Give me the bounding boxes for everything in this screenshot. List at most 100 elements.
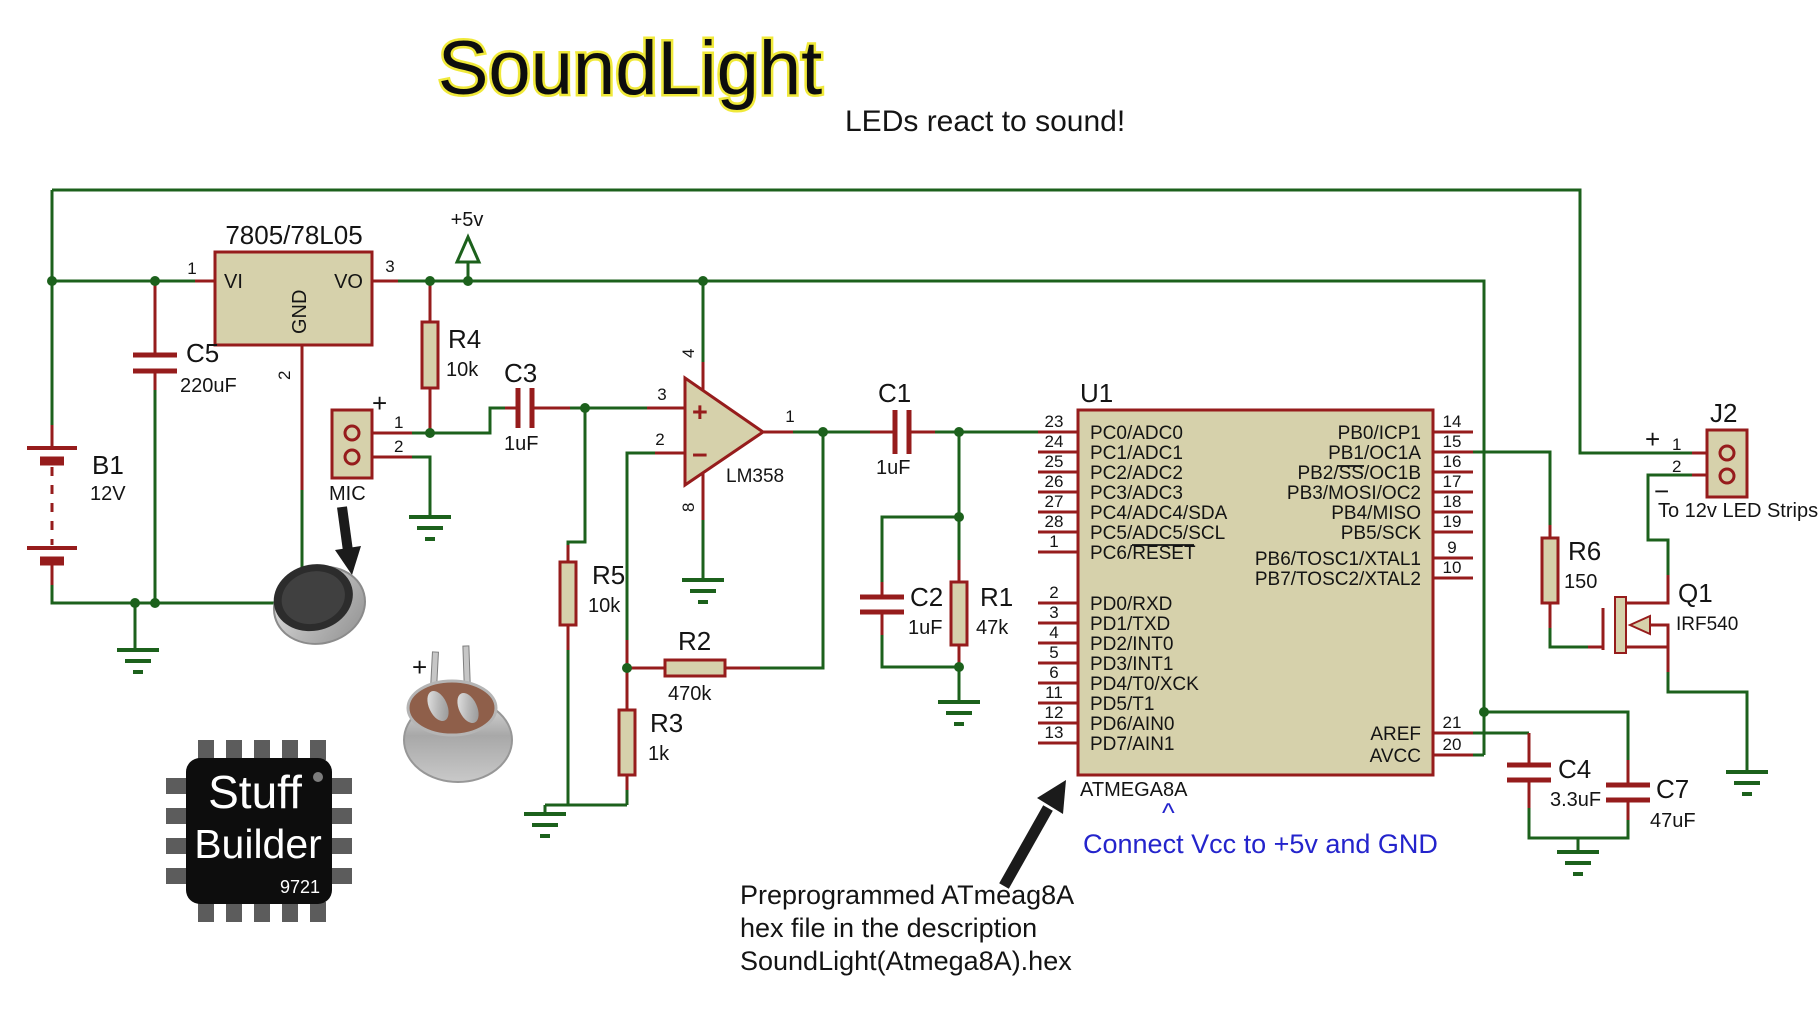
logo-number: 9721 bbox=[280, 877, 320, 897]
c5-value: 220uF bbox=[180, 375, 237, 397]
q1-ref: Q1 bbox=[1678, 578, 1713, 608]
b1-value: 12V bbox=[90, 483, 126, 505]
svg-text:16: 16 bbox=[1443, 452, 1462, 471]
resistor-r6: R6 150 bbox=[1540, 536, 1601, 605]
svg-text:PC1/ADC1: PC1/ADC1 bbox=[1090, 443, 1183, 464]
svg-text:PD5/T1: PD5/T1 bbox=[1090, 694, 1154, 715]
connector-j2: J2 + 1 2 − To 12v LED Strips bbox=[1645, 398, 1818, 522]
vo-label: VO bbox=[334, 271, 363, 293]
svg-text:PD6/AIN0: PD6/AIN0 bbox=[1090, 714, 1174, 735]
r1-ref: R1 bbox=[980, 582, 1013, 612]
mosfet-q1: Q1 IRF540 bbox=[1601, 578, 1738, 654]
svg-text:PD7/AIN1: PD7/AIN1 bbox=[1090, 734, 1174, 755]
svg-text:23: 23 bbox=[1045, 412, 1064, 431]
svg-text:12: 12 bbox=[1045, 703, 1064, 722]
svg-text:PC3/ADC3: PC3/ADC3 bbox=[1090, 483, 1183, 504]
capacitor-c2: C2 1uF bbox=[860, 582, 943, 639]
ground-symbol bbox=[115, 648, 161, 674]
r6-ref: R6 bbox=[1568, 536, 1601, 566]
c3-ref: C3 bbox=[504, 358, 537, 388]
svg-text:5: 5 bbox=[1049, 643, 1058, 662]
wires-red bbox=[50, 279, 1707, 820]
ground-symbol bbox=[522, 812, 568, 838]
stuff-builder-logo: Stuff Builder 9721 bbox=[166, 740, 352, 922]
svg-text:PD3/INT1: PD3/INT1 bbox=[1090, 654, 1173, 675]
svg-text:26: 26 bbox=[1045, 472, 1064, 491]
r6-value: 150 bbox=[1564, 571, 1597, 593]
voltage-regulator-7805: 7805/78L05 VI VO GND 1 3 2 bbox=[187, 220, 394, 380]
wires-green bbox=[50, 188, 1749, 850]
j2-minus: − bbox=[1654, 476, 1669, 506]
svg-text:21: 21 bbox=[1443, 713, 1462, 732]
r2-ref: R2 bbox=[678, 626, 711, 656]
svg-text:18: 18 bbox=[1443, 492, 1462, 511]
u1-right-pin-stubs bbox=[1433, 430, 1473, 757]
capacitor-c4: C4 3.3uF bbox=[1507, 754, 1601, 811]
r5-value: 10k bbox=[588, 595, 621, 617]
capacitor-c1: C1 1uF bbox=[876, 378, 912, 479]
u1-left-pin-numbers: 23 24 25 26 27 28 1 2 3 4 5 6 11 12 13 bbox=[1045, 412, 1064, 742]
c1-value: 1uF bbox=[876, 457, 910, 479]
u1-right-pin-labels: PB0/ICP1 PB1/OC1A PB2/SS/OC1B PB3/MOSI/O… bbox=[1255, 423, 1421, 767]
svg-text:PB2/SS/OC1B: PB2/SS/OC1B bbox=[1297, 463, 1421, 484]
mic-plus: + bbox=[372, 388, 387, 418]
opamp-pin3: 3 bbox=[657, 385, 666, 404]
svg-text:15: 15 bbox=[1443, 432, 1462, 451]
svg-text:AREF: AREF bbox=[1370, 724, 1421, 745]
ground-symbol bbox=[1555, 850, 1601, 876]
svg-text:6: 6 bbox=[1049, 663, 1058, 682]
power-flag-5v: +5v bbox=[451, 209, 484, 264]
logo-line2: Builder bbox=[194, 821, 322, 867]
j2-plus: + bbox=[1645, 424, 1660, 454]
regulator-name: 7805/78L05 bbox=[225, 220, 362, 250]
r3-ref: R3 bbox=[650, 708, 683, 738]
svg-text:PC5/ADC5/SCL: PC5/ADC5/SCL bbox=[1090, 523, 1225, 544]
ground-symbol bbox=[1724, 770, 1770, 796]
svg-text:9: 9 bbox=[1447, 538, 1456, 557]
opamp-pin1: 1 bbox=[785, 407, 794, 426]
svg-text:PC0/ADC0: PC0/ADC0 bbox=[1090, 423, 1183, 444]
r1-value: 47k bbox=[976, 617, 1009, 639]
logo-chip-pins bbox=[166, 740, 352, 922]
hex-note-line1: Preprogrammed ATmeag8A bbox=[740, 880, 1074, 910]
svg-text:4: 4 bbox=[1049, 623, 1058, 642]
resistor-r4: R4 10k bbox=[420, 320, 481, 390]
mic-label: MIC bbox=[329, 483, 366, 505]
q1-value: IRF540 bbox=[1676, 614, 1738, 635]
svg-text:2: 2 bbox=[1049, 583, 1058, 602]
u1-right-pin-numbers: 14 15 16 17 18 19 9 10 21 20 bbox=[1443, 412, 1462, 754]
mic-photo-plus: + bbox=[412, 652, 427, 682]
vcc-note: Connect Vcc to +5v and GND bbox=[1083, 829, 1438, 859]
plus5v-label: +5v bbox=[451, 209, 484, 231]
j2-ref: J2 bbox=[1710, 398, 1737, 428]
svg-text:PC4/ADC4/SDA: PC4/ADC4/SDA bbox=[1090, 503, 1228, 524]
c7-value: 47uF bbox=[1650, 810, 1696, 832]
ground-symbol bbox=[407, 515, 453, 541]
svg-text:PB1/OC1A: PB1/OC1A bbox=[1328, 443, 1421, 464]
opamp-pin2: 2 bbox=[655, 430, 664, 449]
svg-text:24: 24 bbox=[1045, 432, 1064, 451]
c1-ref: C1 bbox=[878, 378, 911, 408]
c5-ref: C5 bbox=[186, 338, 219, 368]
logo-dot-icon bbox=[313, 772, 323, 782]
svg-text:PC6/RESET: PC6/RESET bbox=[1090, 543, 1196, 564]
svg-text:AVCC: AVCC bbox=[1370, 746, 1421, 767]
svg-text:PD0/RXD: PD0/RXD bbox=[1090, 594, 1172, 615]
svg-text:PB7/TOSC2/XTAL2: PB7/TOSC2/XTAL2 bbox=[1255, 569, 1421, 590]
svg-text:PB5/SCK: PB5/SCK bbox=[1341, 523, 1422, 544]
mic-pin1: 1 bbox=[394, 413, 403, 432]
svg-text:PB6/TOSC1/XTAL1: PB6/TOSC1/XTAL1 bbox=[1255, 549, 1421, 570]
battery-b1: B1 12V bbox=[27, 446, 126, 566]
c2-ref: C2 bbox=[910, 582, 943, 612]
mcu-u1: U1 ATMEGA8A 23 24 25 26 27 28 1 2 3 4 5 … bbox=[1038, 378, 1473, 801]
opamp-lm358: + − 3 2 1 4 8 LM358 bbox=[655, 349, 794, 512]
svg-text:25: 25 bbox=[1045, 452, 1064, 471]
page-subtitle: LEDs react to sound! bbox=[845, 105, 1125, 138]
svg-text:14: 14 bbox=[1443, 412, 1462, 431]
j2-note: To 12v LED Strips bbox=[1658, 500, 1818, 522]
capacitor-c5: C5 220uF bbox=[133, 338, 237, 397]
chip-arrow bbox=[999, 780, 1066, 889]
hex-note-line3: SoundLight(Atmega8A).hex bbox=[740, 946, 1072, 976]
svg-text:1: 1 bbox=[1049, 532, 1058, 551]
